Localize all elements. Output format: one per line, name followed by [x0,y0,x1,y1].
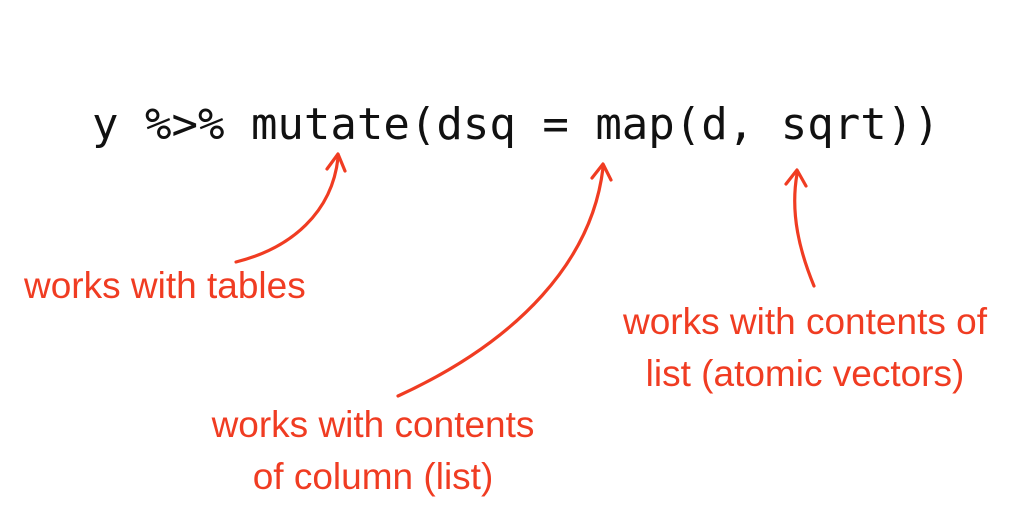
annotation-tables-text: works with tables [24,265,306,306]
arrow-head-sqrt [784,168,808,188]
arrow-to-map [396,162,613,398]
annotation-column-line2: of column (list) [252,456,494,497]
arrow-shaft-sqrt [793,172,816,288]
annotation-atomic-line2: list (atomic vectors) [645,353,965,394]
code-line: y %>% mutate(dsq = map(d, sqrt)) [92,99,940,150]
arrow-head-mutate [325,152,347,173]
annotation-column-line1: works with contents [211,404,535,445]
annotation-works-with-tables: works with tables [24,260,306,312]
arrow-head-map [590,162,613,182]
arrow-shaft-mutate [234,156,340,264]
arrow-shaft-map [396,166,605,398]
arrow-to-mutate [234,152,347,264]
annotation-atomic-line1: works with contents of [623,301,987,342]
arrow-to-sqrt [784,168,816,288]
annotation-works-with-column: works with contents of column (list) [189,399,557,503]
annotation-works-with-atomic: works with contents of list (atomic vect… [597,296,1013,400]
